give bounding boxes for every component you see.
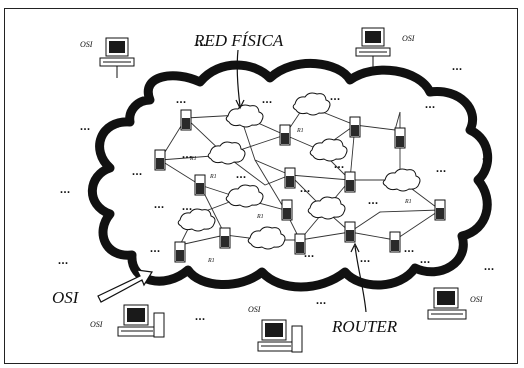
osi-label: OSI	[248, 305, 261, 314]
ellipsis: ...	[452, 59, 463, 73]
ellipsis: ...	[236, 167, 247, 181]
router-label: R1	[296, 128, 304, 134]
ellipsis: ...	[425, 97, 436, 111]
inner-cloud	[292, 92, 331, 116]
router-icon	[349, 116, 361, 138]
ellipsis: ...	[60, 182, 71, 196]
router-label-large: ROUTER	[331, 317, 398, 336]
osi-label: OSI	[470, 295, 483, 304]
computers	[99, 27, 467, 353]
router-label: R1	[404, 199, 412, 205]
inner-cloud	[225, 184, 264, 208]
diagram-frame	[4, 8, 518, 364]
inner-clouds	[177, 92, 421, 250]
ellipsis: ...	[182, 147, 193, 161]
inner-cloud	[309, 138, 348, 162]
ellipsis: ...	[304, 246, 315, 260]
ellipsis: ...	[150, 241, 161, 255]
router-icon	[394, 127, 406, 149]
ellipsis: ...	[182, 199, 193, 213]
router-label: R1	[189, 156, 197, 162]
ellipsis: ...	[256, 264, 267, 278]
computer-icon	[355, 27, 391, 70]
osi-label: OSI	[402, 34, 415, 43]
router-icon	[284, 167, 296, 189]
ellipsis: ...	[300, 181, 311, 195]
router-label: R1	[256, 214, 264, 220]
computer-icon	[427, 287, 467, 320]
ellipsis: ...	[262, 92, 273, 106]
router-labels: R1 R1 R1 R1 R1 R1	[189, 128, 412, 264]
computer-icon	[257, 319, 303, 353]
router-icon	[180, 109, 192, 131]
inner-cloud	[307, 196, 346, 220]
router-icon	[154, 149, 166, 171]
ellipsis: ...	[330, 89, 341, 103]
router-icon	[389, 231, 401, 253]
ellipsis: ...	[404, 241, 415, 255]
osi-arrow	[97, 269, 153, 303]
osi-label: OSI	[80, 40, 93, 49]
inner-cloud	[177, 208, 216, 232]
ellipsis: ...	[420, 252, 431, 266]
ellipsis: ...	[368, 193, 379, 207]
ellipsis: ...	[316, 293, 327, 307]
routers	[154, 109, 446, 263]
router-icon	[219, 227, 231, 249]
router-icon	[281, 199, 293, 221]
router-icon	[434, 199, 446, 221]
ellipsis: ...	[58, 253, 69, 267]
router-label: R1	[209, 174, 217, 180]
router-icon	[174, 241, 186, 263]
red-fisica-arrow	[236, 49, 241, 107]
ellipsis: ...	[176, 92, 187, 106]
router-icon	[344, 221, 356, 243]
router-arrow	[354, 245, 367, 313]
ellipsis: ...	[482, 149, 493, 163]
inner-cloud	[382, 168, 421, 192]
router-icon	[294, 233, 306, 255]
ellipsis: ...	[334, 157, 345, 171]
computer-icon	[99, 37, 135, 78]
router-icon	[344, 171, 356, 193]
ellipsis: ...	[80, 119, 91, 133]
inner-cloud	[247, 226, 286, 250]
ellipsis: ...	[132, 164, 143, 178]
computer-icon	[117, 304, 165, 338]
osi-label-large: OSI	[52, 288, 80, 307]
router-icon	[279, 124, 291, 146]
inner-cloud	[207, 141, 246, 165]
ellipsis: ...	[360, 251, 371, 265]
ellipsis: ...	[484, 259, 495, 273]
osi-label: OSI	[90, 320, 103, 329]
ellipsis-markers: ... ... ... ... ... ... ... ... ... ... …	[58, 35, 495, 323]
osi-small-labels: OSI OSI OSI OSI OSI	[80, 34, 483, 329]
router-label: R1	[207, 258, 215, 264]
arrows	[97, 49, 367, 313]
red-fisica-label: RED FÍSICA	[193, 31, 284, 50]
ellipsis: ...	[195, 309, 206, 323]
ellipsis: ...	[436, 161, 447, 175]
ellipsis: ...	[196, 35, 207, 49]
router-icon	[194, 174, 206, 196]
ellipsis: ...	[154, 197, 165, 211]
